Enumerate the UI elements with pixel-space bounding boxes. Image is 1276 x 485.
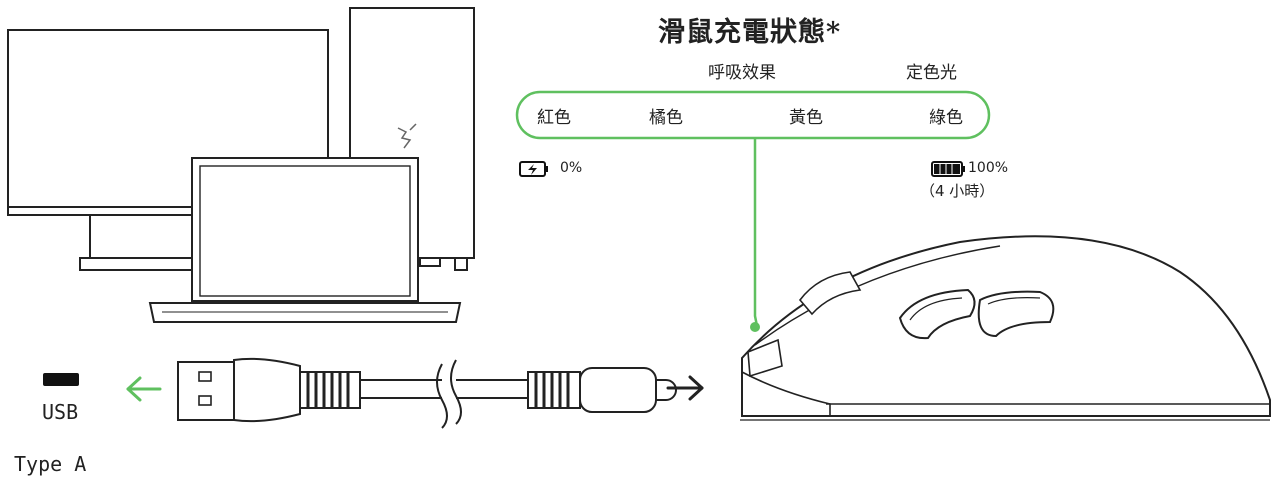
- usb-port-icon: [43, 373, 79, 386]
- laptop-icon: [148, 157, 462, 323]
- breathing-effect-label: 呼吸效果: [708, 63, 776, 83]
- full-charge-time: （4 小時）: [920, 182, 995, 200]
- battery-full-percent: 100%: [968, 160, 1009, 176]
- usb-label: USB: [42, 400, 79, 424]
- usb-type-label: Type A: [14, 452, 87, 476]
- static-color-label: 定色光: [906, 63, 957, 83]
- state-green-label: 綠色: [929, 108, 963, 128]
- wireless-mouse-icon: [740, 235, 1271, 421]
- arrow-right-icon: [666, 375, 704, 401]
- battery-empty-percent: 0%: [560, 160, 583, 176]
- usb-cable-icon: [177, 357, 677, 429]
- led-status-frame: [515, 90, 991, 140]
- battery-full-icon: [931, 161, 965, 177]
- led-leader-line: [750, 138, 760, 332]
- state-orange-label: 橘色: [649, 108, 683, 128]
- battery-charging-icon: [519, 161, 548, 177]
- arrow-left-icon: [126, 376, 162, 402]
- state-red-label: 紅色: [537, 108, 571, 128]
- state-yellow-label: 黃色: [789, 108, 823, 128]
- chart-title: 滑鼠充電狀態*: [658, 17, 842, 48]
